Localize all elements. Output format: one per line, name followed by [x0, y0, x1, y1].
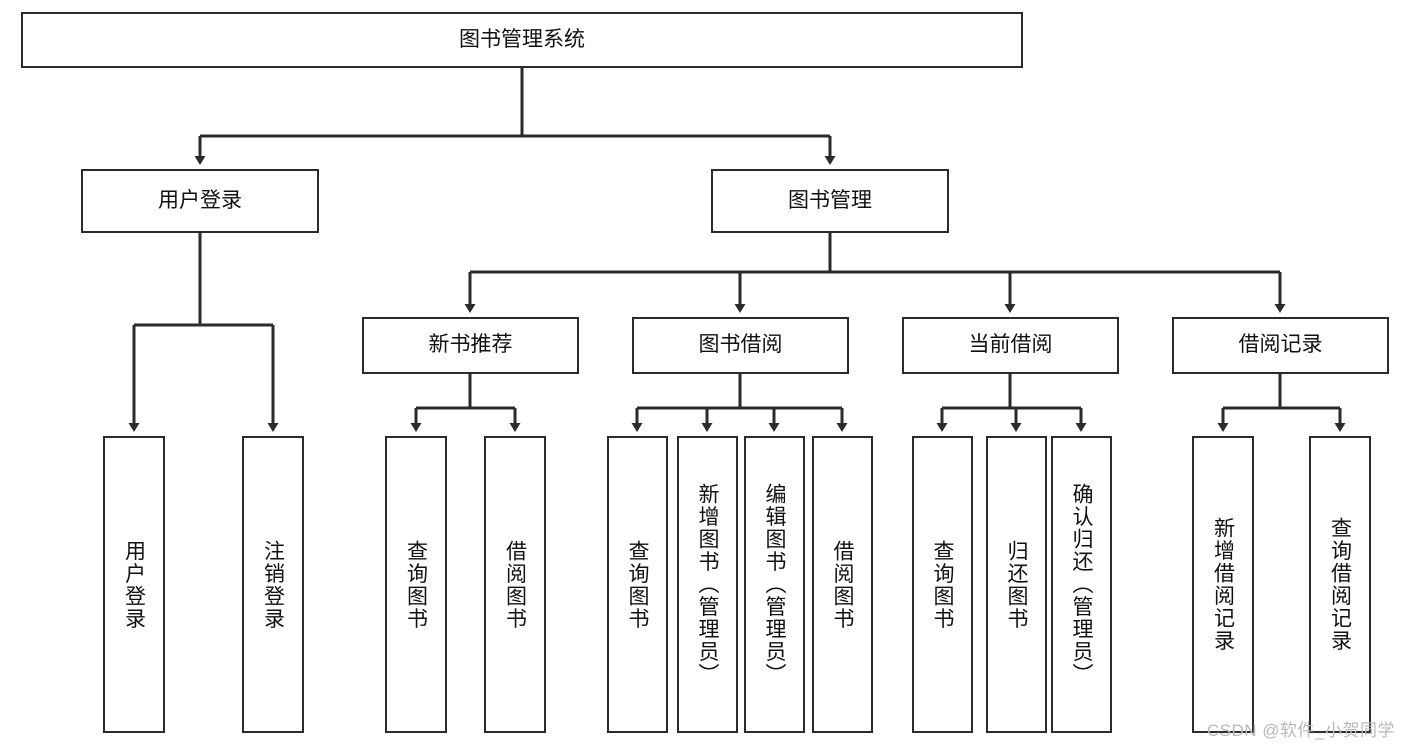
watermark: CSDN @软件_小贺同学	[1206, 721, 1395, 740]
node-leaf-query-borrow-record[interactable]: 查询借阅记录	[1309, 436, 1371, 733]
node-leaf-query-book-current-label: 查询图书	[931, 539, 954, 630]
node-leaf-borrow-book-recommend[interactable]: 借阅图书	[484, 436, 546, 733]
node-current-borrow-label: 当前借阅	[968, 333, 1053, 357]
node-new-book-recommend[interactable]: 新书推荐	[362, 317, 579, 374]
node-book-management-label: 图书管理	[788, 188, 872, 212]
node-user-login-label: 用户登录	[158, 188, 242, 212]
node-leaf-edit-book-admin[interactable]: 编辑图书（管理员）	[744, 436, 805, 733]
node-borrow-records[interactable]: 借阅记录	[1172, 317, 1389, 374]
node-book-borrow[interactable]: 图书借阅	[632, 317, 849, 374]
node-root-label: 图书管理系统	[459, 27, 585, 51]
node-new-book-recommend-label: 新书推荐	[428, 333, 513, 357]
node-leaf-query-book-recommend[interactable]: 查询图书	[385, 436, 447, 733]
node-leaf-borrow-book-recommend-label: 借阅图书	[503, 539, 527, 630]
node-book-borrow-label: 图书借阅	[698, 333, 783, 357]
node-leaf-query-book-borrow-label: 查询图书	[626, 539, 649, 630]
node-leaf-edit-book-admin-label: 编辑图书（管理员）	[763, 483, 786, 686]
node-leaf-user-login-label: 用户登录	[122, 539, 146, 630]
node-leaf-borrow-book[interactable]: 借阅图书	[812, 436, 873, 733]
node-leaf-query-book-recommend-label: 查询图书	[404, 539, 428, 630]
node-leaf-query-book-borrow[interactable]: 查询图书	[607, 436, 668, 733]
node-leaf-add-book-admin[interactable]: 新增图书（管理员）	[677, 436, 738, 733]
node-leaf-add-borrow-record-label: 新增借阅记录	[1211, 517, 1235, 652]
node-leaf-add-borrow-record[interactable]: 新增借阅记录	[1192, 436, 1254, 733]
node-leaf-confirm-return-admin-label: 确认归还（管理员）	[1070, 483, 1093, 686]
node-book-management[interactable]: 图书管理	[711, 169, 949, 233]
node-leaf-return-book-label: 归还图书	[1005, 539, 1028, 630]
node-leaf-logout-label: 注销登录	[261, 539, 285, 630]
node-leaf-logout[interactable]: 注销登录	[242, 436, 304, 733]
node-current-borrow[interactable]: 当前借阅	[902, 317, 1119, 374]
node-leaf-query-book-current[interactable]: 查询图书	[912, 436, 973, 733]
node-leaf-add-book-admin-label: 新增图书（管理员）	[696, 483, 719, 686]
node-leaf-borrow-book-label: 借阅图书	[831, 539, 854, 630]
node-leaf-return-book[interactable]: 归还图书	[986, 436, 1047, 733]
node-leaf-confirm-return-admin[interactable]: 确认归还（管理员）	[1051, 436, 1112, 733]
node-root[interactable]: 图书管理系统	[21, 12, 1023, 68]
node-leaf-user-login[interactable]: 用户登录	[103, 436, 165, 733]
node-leaf-query-borrow-record-label: 查询借阅记录	[1328, 517, 1352, 652]
node-user-login[interactable]: 用户登录	[81, 169, 319, 233]
node-borrow-records-label: 借阅记录	[1238, 333, 1323, 357]
